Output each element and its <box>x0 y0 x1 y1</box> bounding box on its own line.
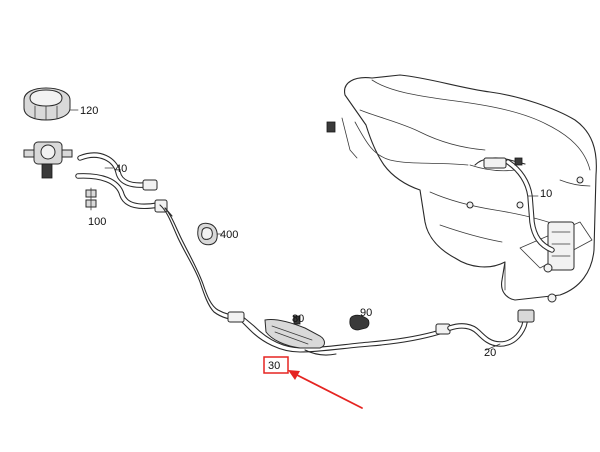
fuel-tank <box>344 74 597 303</box>
callout-80: 80 <box>292 313 304 325</box>
callout-30-highlight-box <box>263 356 289 374</box>
part-400-grommet <box>197 222 218 246</box>
callout-10: 10 <box>540 188 552 200</box>
part-20-line <box>435 309 535 347</box>
red-arrow <box>288 370 363 409</box>
callout-400: 400 <box>220 229 238 241</box>
part-120-cap <box>23 87 71 121</box>
callout-20: 20 <box>484 347 496 359</box>
part-100-clips <box>85 187 97 211</box>
callout-100: 100 <box>88 216 106 228</box>
part-30-fuel-line <box>159 204 441 356</box>
callout-40: 40 <box>115 163 127 175</box>
valve-assembly <box>23 141 73 179</box>
part-90-bracket <box>349 314 370 331</box>
callout-30: 30 <box>268 360 280 372</box>
part-80-shield <box>264 315 325 349</box>
callout-120: 120 <box>80 105 98 117</box>
leader-lines <box>69 109 539 351</box>
fuel-pump-assembly <box>326 117 555 253</box>
callout-90: 90 <box>360 307 372 319</box>
